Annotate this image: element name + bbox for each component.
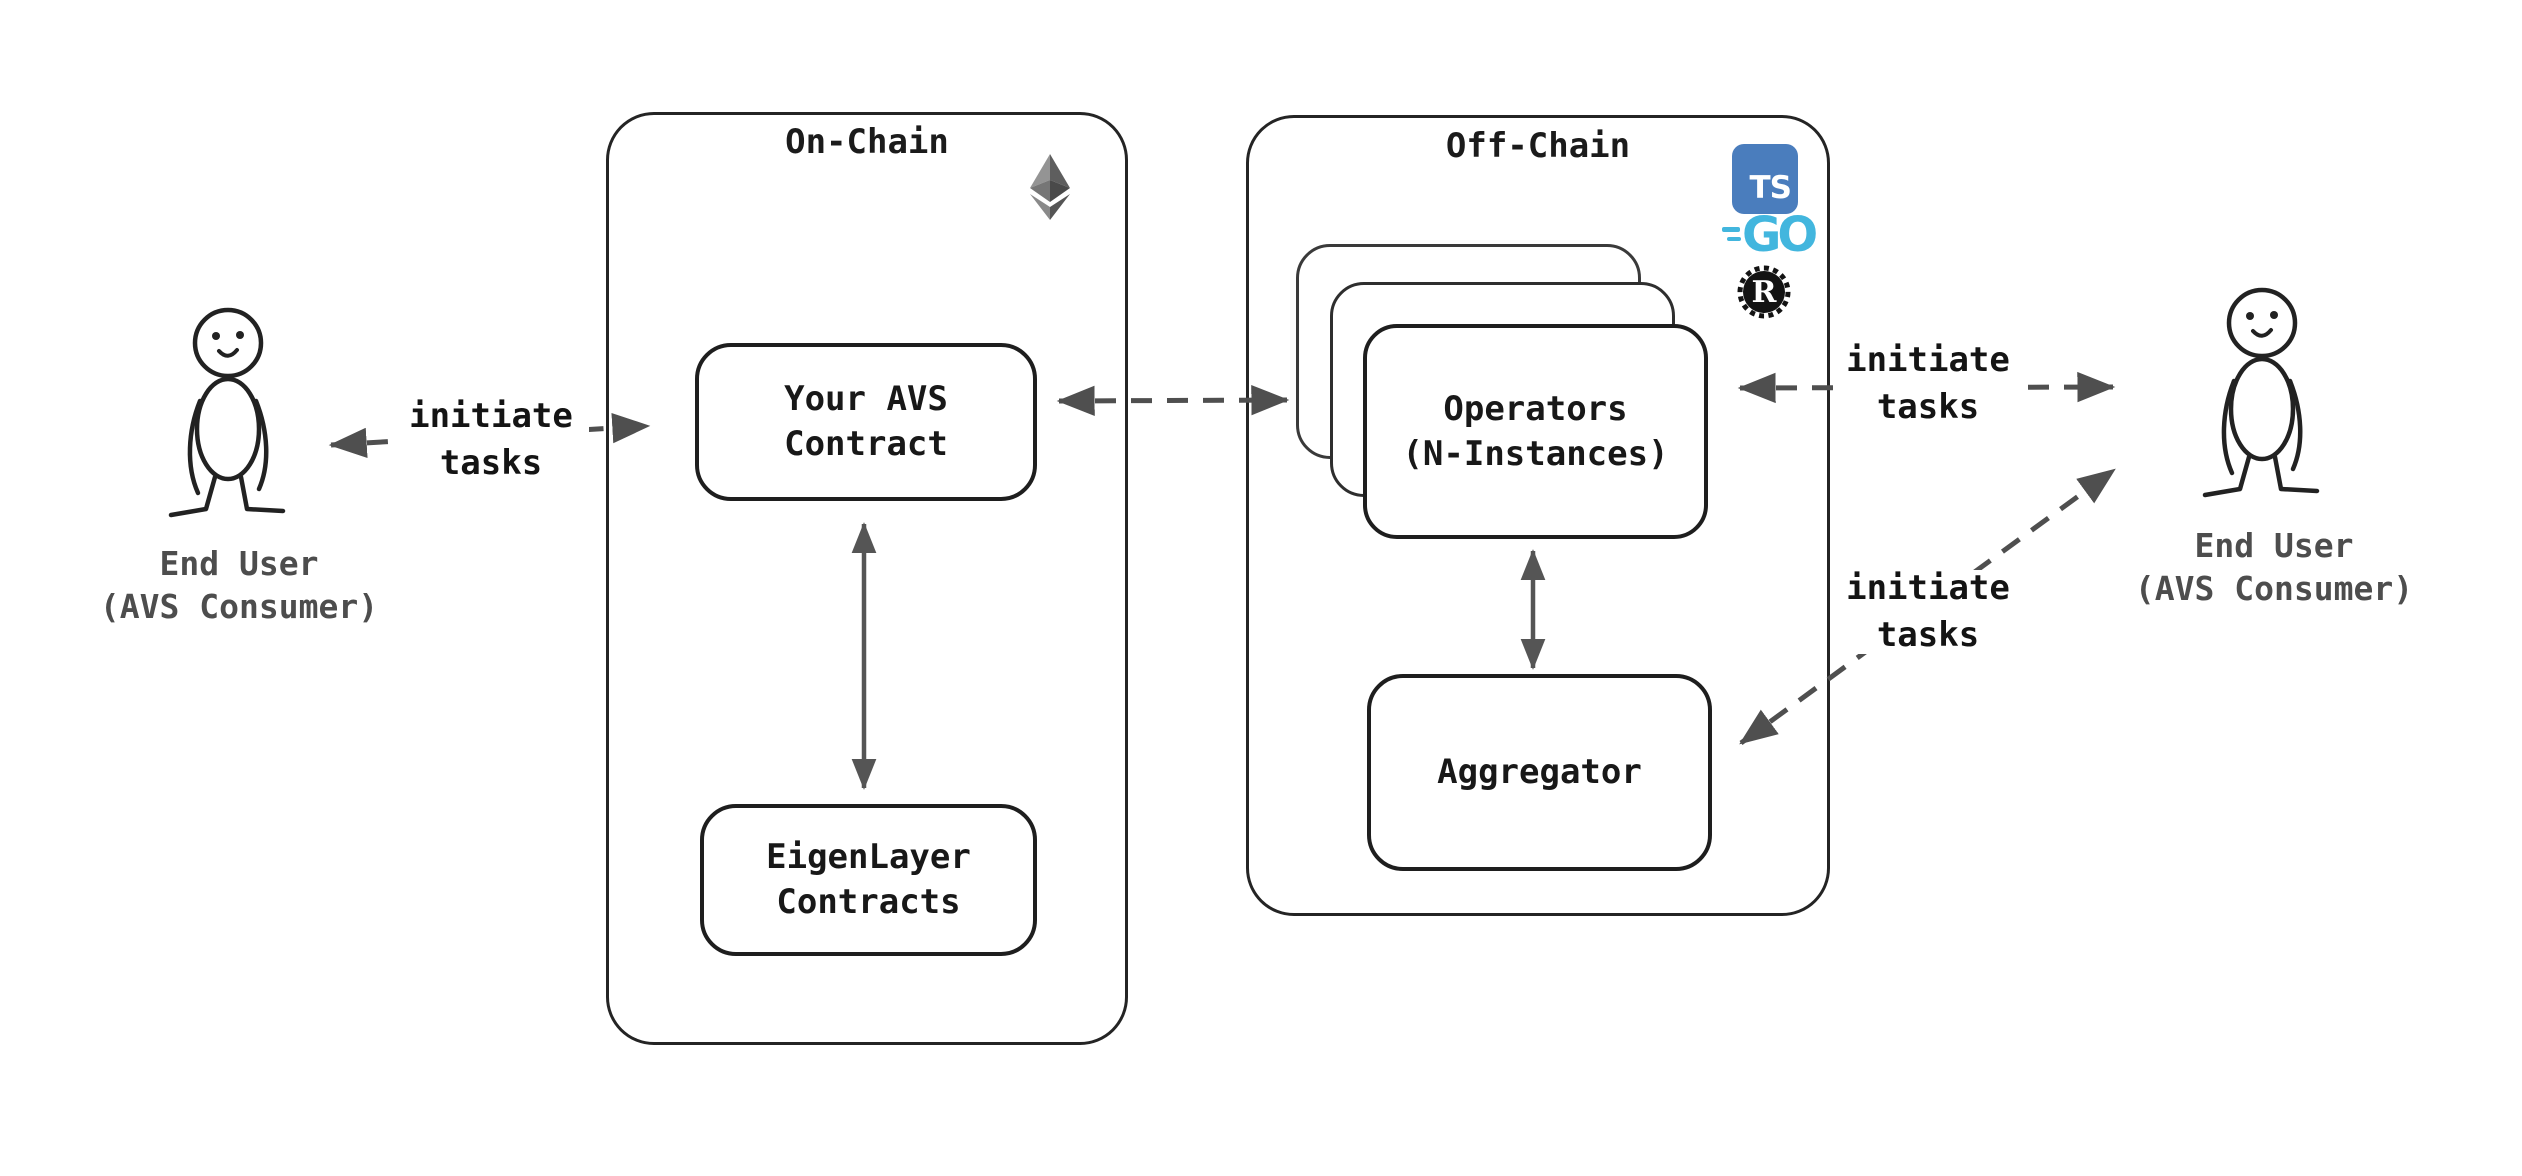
left-end-user-figure <box>171 310 283 515</box>
operators-box-front: Operators (N-Instances) <box>1363 324 1708 539</box>
left-end-user-label: End User (AVS Consumer) <box>99 544 379 626</box>
edge-label-initiate-tasks-right-top: initiate tasks <box>1838 340 2018 427</box>
on-chain-title: On-Chain <box>785 122 949 162</box>
avs-contract-label: Your AVS Contract <box>784 379 948 464</box>
operators-label: Operators (N-Instances) <box>1402 388 1669 474</box>
right-end-user-label: End User (AVS Consumer) <box>2134 526 2414 608</box>
eigenlayer-contracts-label: EigenLayer Contracts <box>766 837 971 922</box>
typescript-icon-label: TS <box>1749 170 1792 206</box>
go-icon-label: GO <box>1742 207 1818 263</box>
edge-label-initiate-tasks-right-bottom: initiate tasks <box>1838 568 2018 655</box>
go-speed-lines-icon <box>1722 227 1742 245</box>
aggregator-label: Aggregator <box>1437 752 1642 793</box>
edge-label-initiate-tasks-left: initiate tasks <box>393 396 589 484</box>
aggregator-box: Aggregator <box>1367 674 1712 871</box>
off-chain-title: Off-Chain <box>1445 126 1631 166</box>
right-end-user-figure <box>2205 290 2317 495</box>
go-icon: GO <box>1722 207 1826 263</box>
rust-icon: R <box>1736 264 1792 320</box>
avs-contract-box: Your AVS Contract <box>695 343 1037 501</box>
rust-icon-letter: R <box>1751 274 1777 310</box>
rust-gear-icon <box>1737 265 1791 319</box>
typescript-icon: TS <box>1732 144 1798 214</box>
eigenlayer-contracts-box: EigenLayer Contracts <box>700 804 1037 956</box>
